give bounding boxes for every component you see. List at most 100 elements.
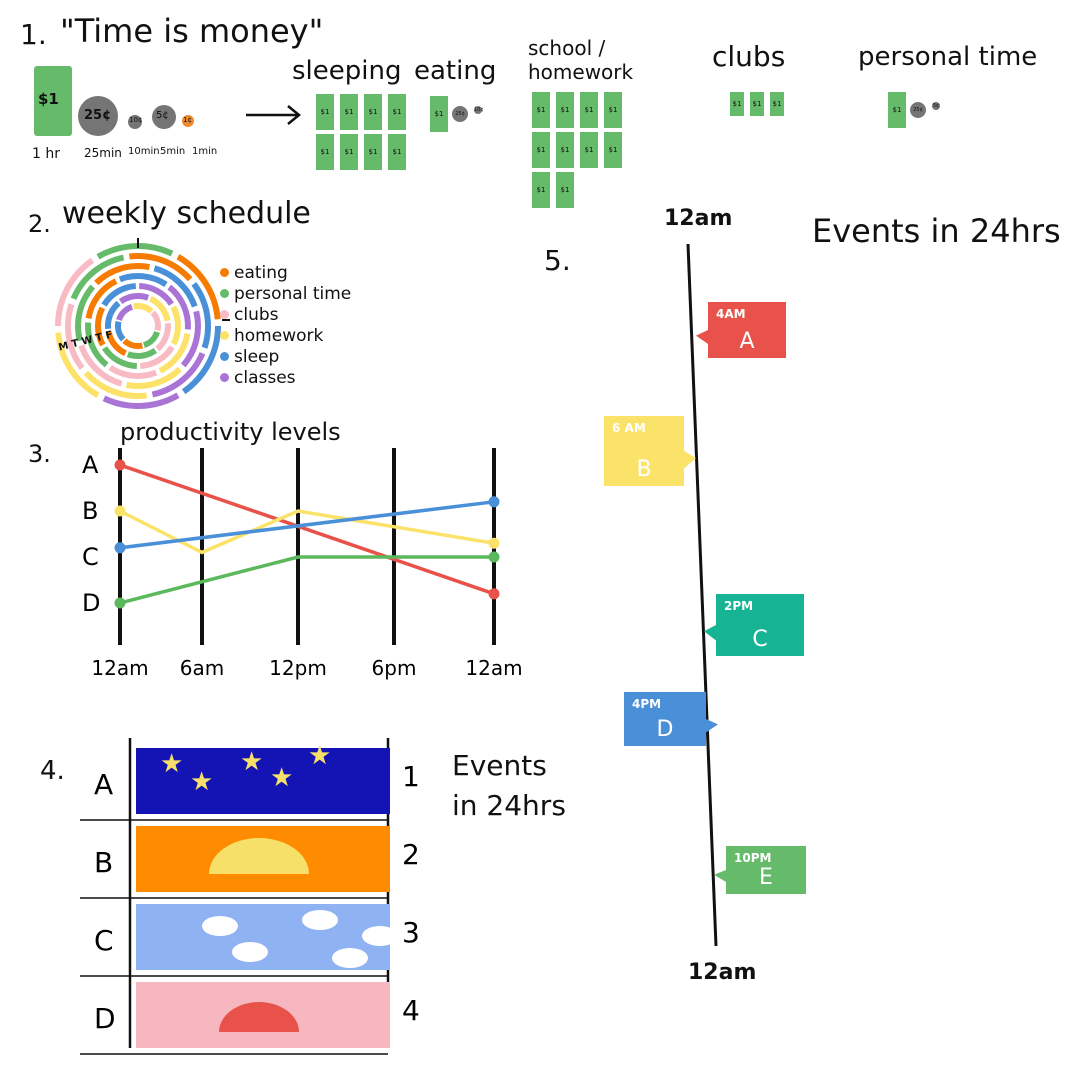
timeline-axis [686,243,718,947]
star-icon: ★ [240,747,263,777]
section-3-number: 3. [28,440,51,468]
sunset-sun-icon [219,1002,299,1032]
bill-2-7: $1 [604,132,622,168]
series-point-2-0 [114,542,126,554]
bill-0-3: $1 [388,94,406,130]
series-line-3 [119,555,494,605]
legend-item-5: classes [220,367,351,388]
spiral-arc-2-1 [78,344,123,387]
row-letter: D [94,1002,116,1035]
coin-1 [182,115,194,127]
spiral-arc-6-2 [133,303,154,314]
spiral-arc-4-0 [101,346,138,369]
bill-4-0: $1 [888,92,906,128]
star-icon: ★ [160,749,183,779]
category-school-homework: school / homework [528,36,634,84]
coin-extra-4-0: 25¢ [910,102,926,118]
legend-dot-icon [220,373,229,382]
series-point-2-1 [488,496,500,508]
section-1-title: "Time is money" [60,12,324,50]
section-5-title: Events in 24hrs [812,212,1061,250]
bill-2-0: $1 [532,92,550,128]
spiral-arc-1-5 [191,281,211,349]
bill-0-1: $1 [340,94,358,130]
star-icon: ★ [270,763,293,793]
event-time: 2PM [724,599,753,613]
spiral-arc-5-1 [105,300,121,330]
coin-10-label: 10¢ [129,116,143,124]
spiral-arc-2-4 [153,265,198,308]
bill-0-4: $1 [316,134,334,170]
section-5-number: 5. [544,244,571,277]
spiral-arc-0-0 [181,325,221,395]
series-line-0 [119,463,495,596]
cloud-icon [202,916,238,936]
legend-item-0: eating [220,262,351,283]
cloud-icon [362,926,398,946]
spiral-arc-3-2 [85,278,118,319]
coin-extra-1-1: 10¢ [474,106,484,114]
y-tick-label: A [82,451,99,479]
x-tick-label: 6am [180,656,224,680]
series-line-2 [119,500,495,550]
bill-2-4: $1 [532,132,550,168]
y-tick-label: B [82,497,98,525]
bill-0-6: $1 [364,134,382,170]
row-number: 2 [402,838,420,871]
section-3-title: productivity levels [120,418,341,446]
star-icon: ★ [308,741,331,771]
event-pointer [714,870,726,882]
bill-1-0: $1 [430,96,448,132]
spiral-arc-1-1 [83,370,147,399]
coin-extra-4-1: 5¢ [932,102,940,110]
bill-2-3: $1 [604,92,622,128]
row-letter: A [94,768,113,801]
caption-5min: 5min [160,146,186,157]
spiral-arc-6-5 [122,338,143,349]
coin-1-label: 1¢ [183,116,192,124]
section-2-title: weekly schedule [62,196,311,231]
y-tick-label: C [82,543,99,571]
event-letter: A [739,329,754,354]
spiral-arc-0-4 [96,243,174,260]
event-letter: B [636,457,651,482]
bill-2-2: $1 [580,92,598,128]
series-point-3-0 [114,597,126,609]
coin-5 [152,105,176,129]
spiral-arc-4-1 [95,306,106,347]
spiral-arc-3-5 [158,333,191,374]
legend-label: eating [234,262,288,283]
spiral-arc-4-5 [139,345,175,369]
bill-0-5: $1 [340,134,358,170]
bill-2-8: $1 [532,172,550,208]
event-time: 10PM [734,851,771,865]
spiral-arc-3-1 [85,322,109,368]
row-number: 3 [402,916,420,949]
spiral-arc-1-0 [151,352,206,398]
legend-item-2: clubs [220,304,351,325]
event-flag [726,846,806,894]
bill-1-dollar [34,66,72,136]
spiral-arc-4-4 [170,305,181,346]
sun-icon [209,838,309,874]
legend-label: personal time [234,283,352,304]
spiral-arc-1-3 [70,254,125,300]
event-time: 4PM [632,697,661,711]
timeline-bottom-label: 12am [688,960,757,985]
caption-25min: 25min [84,146,122,160]
spiral-arc-5-2 [118,293,150,305]
legend-item-1: personal time [220,283,351,304]
bill-0-2: $1 [364,94,382,130]
coin-5-label: 5¢ [156,110,169,121]
spiral-arc-5-4 [155,322,171,352]
coin-25 [78,96,118,136]
event-marker-b: 6 AMB [604,416,696,486]
event-marker-c: 2PM C [704,594,804,656]
event-pointer [704,625,716,641]
event-letter: C [752,627,767,652]
spiral-arc-1-4 [129,253,193,282]
